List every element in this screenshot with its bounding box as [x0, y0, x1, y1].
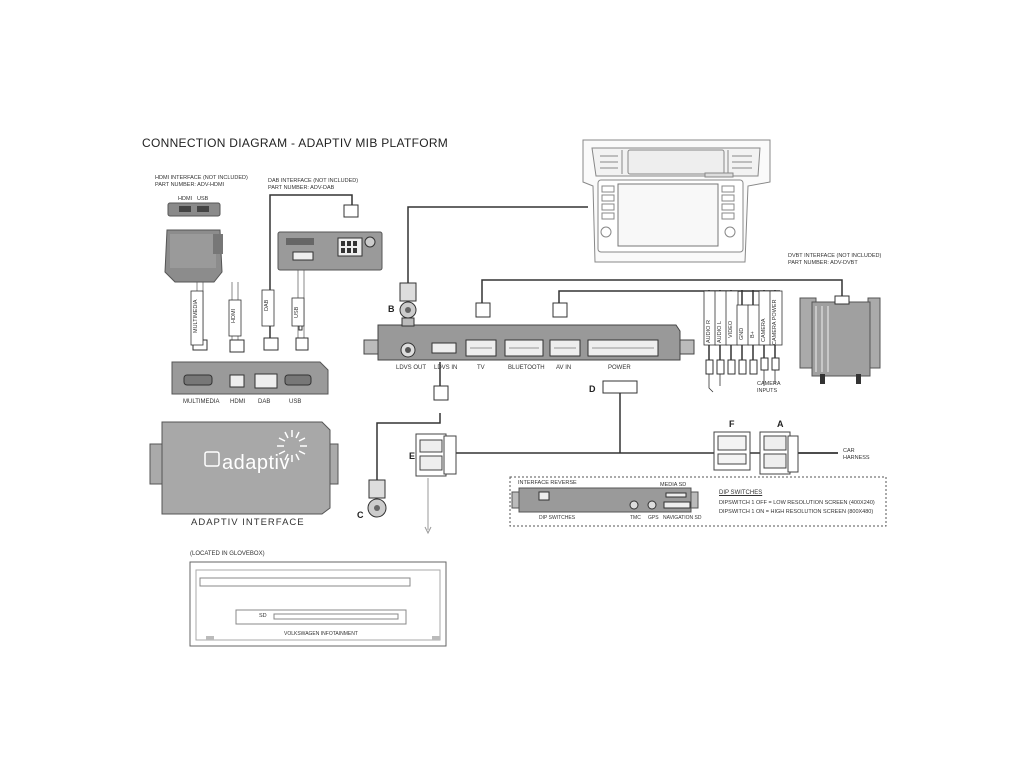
navigation-sd-label: NAVIGATION SD: [663, 515, 702, 521]
port-av-in: AV IN: [556, 365, 572, 371]
dip-switches-label: DIP SWITCHES: [539, 515, 576, 521]
hdmi-port-label: HDMI: [178, 196, 193, 202]
lead-audio-l: AUDIO L: [717, 320, 723, 343]
letter-b: B: [388, 304, 395, 314]
box-port-hdmi: HDMI: [230, 399, 246, 405]
dab-interface-device: [277, 204, 383, 271]
interface-reverse-device: [511, 487, 699, 513]
gps-label: GPS: [648, 515, 659, 521]
hdmi-interface-line2: PART NUMBER: ADV-HDMI: [155, 182, 225, 188]
lead-audio-r: AUDIO R: [706, 320, 712, 343]
harness-connector-e: [415, 433, 457, 477]
interface-reverse-title: INTERFACE REVERSE: [518, 480, 577, 486]
lead-camera-power: CAMERA POWER: [772, 299, 778, 345]
letter-a: A: [777, 419, 784, 429]
lead-video: VIDEO: [728, 320, 734, 338]
port-tv: TV: [477, 365, 485, 371]
dvbt-interface-line1: DVBT INTERFACE (NOT INCLUDED): [788, 253, 882, 259]
main-module-device: [363, 324, 695, 361]
port-ldvs-out: LDVS OUT: [396, 365, 427, 371]
dab-interface-line1: DAB INTERFACE (NOT INCLUDED): [268, 178, 359, 184]
infotainment-unit-label: VOLKSWAGEN INFOTAINMENT: [284, 631, 358, 637]
letter-d: D: [589, 384, 596, 394]
glovebox-infotainment-unit: [189, 561, 447, 647]
adaptiv-box-device: [171, 361, 329, 395]
car-harness-label: CAR HARNESS: [843, 448, 870, 462]
letter-e: E: [409, 451, 416, 461]
port-power: POWER: [608, 365, 631, 371]
dip-info-line1: DIPSWITCH 1 OFF = LOW RESOLUTION SCREEN …: [719, 500, 875, 506]
usb-port-label: USB: [197, 196, 209, 202]
adaptiv-logo: adaptiv: [222, 452, 290, 474]
cable-label-hdmi: HDMI: [231, 308, 237, 323]
dip-info-heading: DIP SWITCHES: [719, 490, 763, 496]
diagram-title: CONNECTION DIAGRAM - ADAPTIV MIB PLATFOR…: [142, 136, 449, 150]
harness-connector-f: [713, 431, 751, 471]
box-port-multimedia: MULTIMEDIA: [183, 399, 220, 405]
port-bluetooth: BLUETOOTH: [508, 365, 545, 371]
lvds-connector-b: [399, 282, 417, 327]
lead-gnd: GND: [739, 327, 745, 340]
camera-inputs-label: CAMERA INPUTS: [757, 381, 781, 395]
port-ldvs-in: LDVS IN: [434, 365, 458, 371]
lead-b-plus: B+: [750, 331, 756, 338]
hdmi-interface-device: [164, 202, 223, 283]
lvds-connector-c: [367, 479, 387, 518]
car-dashboard-unit: [582, 139, 771, 263]
dvbt-interface-device: [799, 295, 881, 384]
harness-connector-a: [759, 431, 799, 475]
box-port-usb: USB: [289, 399, 302, 405]
cable-label-dab: DAB: [264, 299, 270, 311]
adaptiv-interface-device: [149, 421, 339, 515]
dip-info-line2: DIPSWITCH 1 ON = HIGH RESOLUTION SCREEN …: [719, 509, 874, 515]
adaptiv-interface-label: ADAPTIV INTERFACE: [191, 517, 305, 528]
box-port-dab: DAB: [258, 399, 271, 405]
letter-f: F: [729, 419, 735, 429]
tmc-label: TMC: [630, 515, 641, 521]
dab-interface-line2: PART NUMBER: ADV-DAB: [268, 185, 335, 191]
glovebox-label: (LOCATED IN GLOVEBOX): [190, 551, 265, 557]
cable-label-multimedia: MULTIMEDIA: [193, 299, 199, 333]
sd-slot-label: SD: [259, 613, 267, 619]
dvbt-interface-line2: PART NUMBER: ADV-DVBT: [788, 260, 858, 266]
lead-camera: CAMERA: [761, 318, 767, 342]
cable-label-usb: USB: [294, 306, 300, 318]
hdmi-interface-line1: HDMI INTERFACE (NOT INCLUDED): [155, 175, 248, 181]
letter-c: C: [357, 510, 364, 520]
media-sd-label: MEDIA SD: [660, 482, 687, 488]
